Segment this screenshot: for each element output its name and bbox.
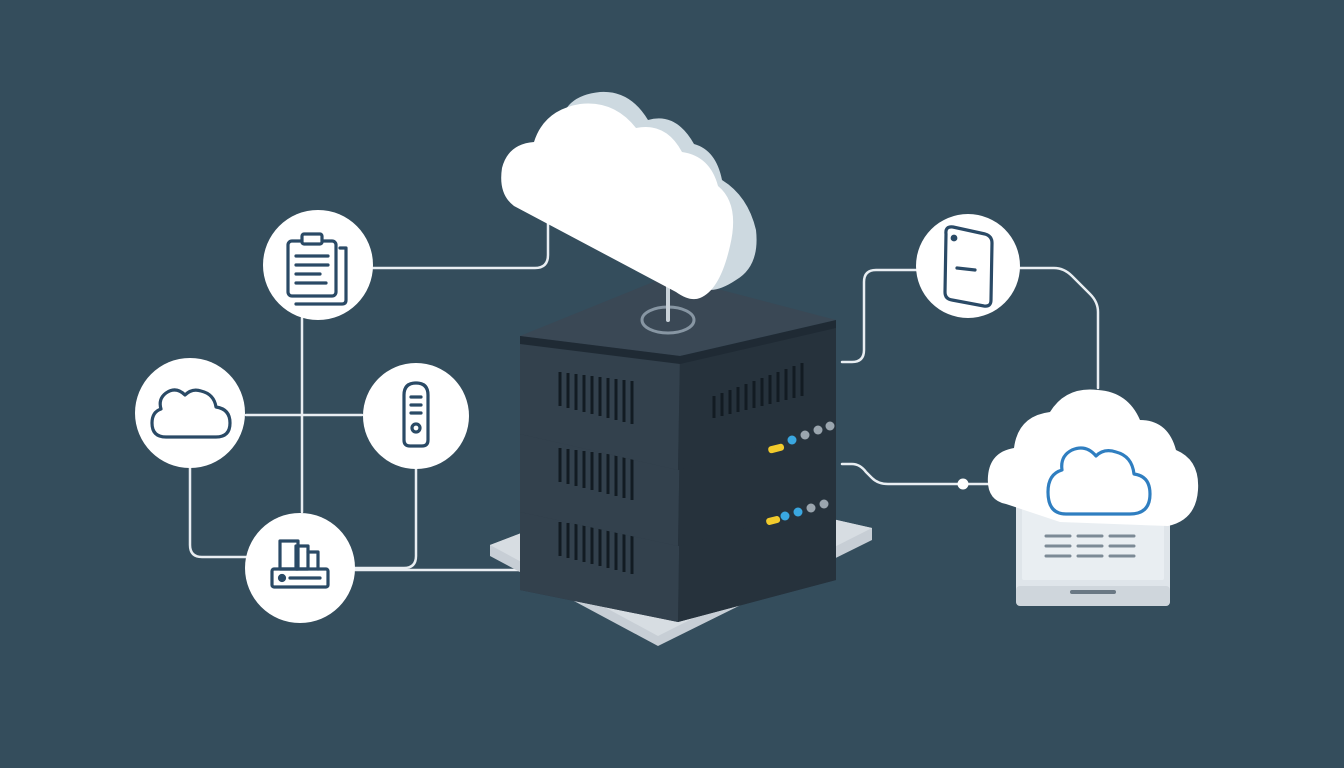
connector-server-tablet	[840, 268, 920, 364]
connector-usb-router	[350, 464, 418, 570]
server-middle-leds	[766, 499, 829, 525]
connector-cloud-router	[188, 464, 250, 559]
tablet-node[interactable]	[916, 214, 1020, 318]
tablet-device-icon	[943, 225, 994, 308]
router-node[interactable]	[245, 513, 355, 623]
usb-drive-icon	[402, 381, 430, 448]
top-cloud-icon	[501, 91, 757, 300]
clipboard-node[interactable]	[263, 210, 373, 320]
connector-junction-dot	[957, 478, 969, 490]
laptop-body	[1016, 494, 1170, 606]
laptop-cloud-shape	[987, 389, 1199, 526]
cloud-outline-icon	[150, 388, 232, 439]
server-stack-icon[interactable]	[490, 276, 872, 646]
cloud-laptop-icon[interactable]	[987, 389, 1199, 606]
network-router-icon	[270, 539, 330, 589]
laptop-cloud-outline-icon	[1046, 446, 1152, 516]
connector-clipboard-cloud	[370, 220, 550, 270]
server-top-lid	[520, 276, 836, 356]
cloud-node[interactable]	[135, 358, 245, 468]
connector-lines	[188, 220, 1100, 572]
connector-server-cloudlaptop	[840, 462, 1006, 486]
usb-node[interactable]	[363, 363, 469, 469]
server-top-leds	[768, 421, 835, 454]
server-unit-top	[520, 276, 836, 470]
connector-tablet-cloudlaptop	[1016, 266, 1100, 390]
clipboard-document-icon	[286, 232, 348, 306]
